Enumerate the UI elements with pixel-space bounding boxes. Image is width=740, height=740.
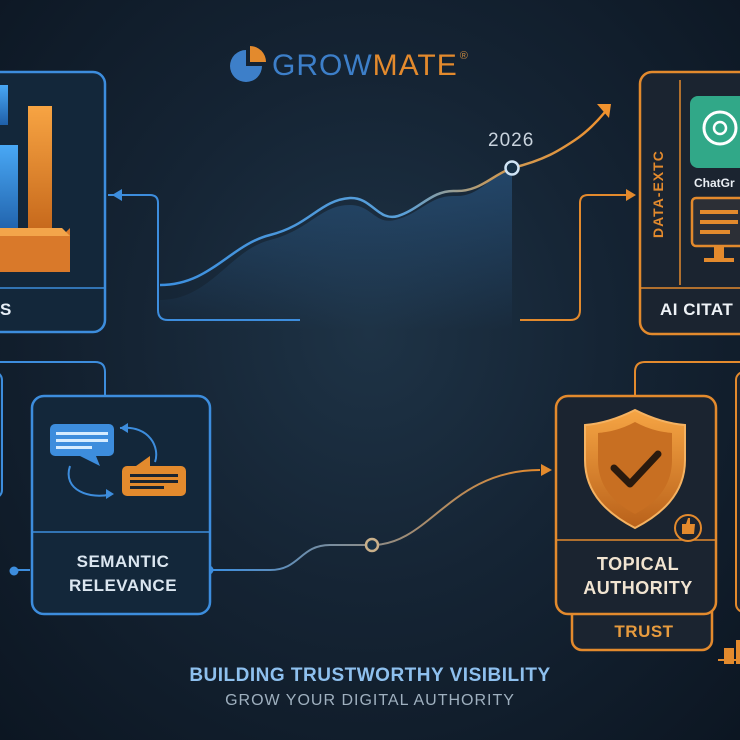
growth-curve (159, 104, 611, 330)
semantic-relevance-label: SEMANTIC RELEVANCE (38, 550, 208, 598)
tagline-headline: BUILDING TRUSTWORTHY VISIBILITY (189, 665, 551, 686)
year-label: 2026 (488, 130, 535, 151)
ai-citation-label: AI CITAT (660, 300, 734, 319)
brand-name-mate: MATE (372, 49, 458, 82)
brand-name: GROWMATE (272, 49, 458, 83)
chatgpt-label: ChatGr (694, 176, 735, 190)
brand-logo: GROWMATE ® (266, 48, 468, 84)
topical-label-line2: AUTHORITY (583, 578, 693, 598)
tagline-subline: GROW YOUR DIGITAL AUTHORITY (225, 692, 515, 709)
thumbs-up-icon (674, 514, 702, 542)
top-connectors (108, 189, 636, 321)
growmate-logo-icon (230, 46, 266, 82)
topical-label-line1: TOPICAL (596, 554, 680, 574)
topical-authority-label: TOPICAL AUTHORITY (560, 552, 716, 600)
brand-name-grow: GROW (272, 49, 373, 82)
topical-authority-card (554, 394, 718, 652)
trust-label: TRUST (614, 622, 674, 641)
semantic-label-line2: RELEVANCE (68, 576, 178, 595)
registered-mark: ® (459, 50, 468, 62)
chatgpt-icon (690, 96, 740, 168)
left-top-card-label: S (0, 300, 12, 319)
semantic-label-line1: SEMANTIC (76, 552, 170, 571)
semantic-card (30, 394, 212, 616)
right-bottom-stub-card (724, 371, 740, 664)
ai-citation-card (638, 70, 740, 336)
bar-chart-icon (0, 85, 70, 272)
shield-check-icon (584, 408, 686, 530)
left-top-card (0, 70, 107, 334)
data-extraction-vertical-label: DATA-EXTC (650, 150, 666, 238)
monitor-icon (690, 196, 740, 262)
chat-bubbles-icon (50, 423, 186, 499)
left-bottom-stub-card (0, 373, 3, 497)
